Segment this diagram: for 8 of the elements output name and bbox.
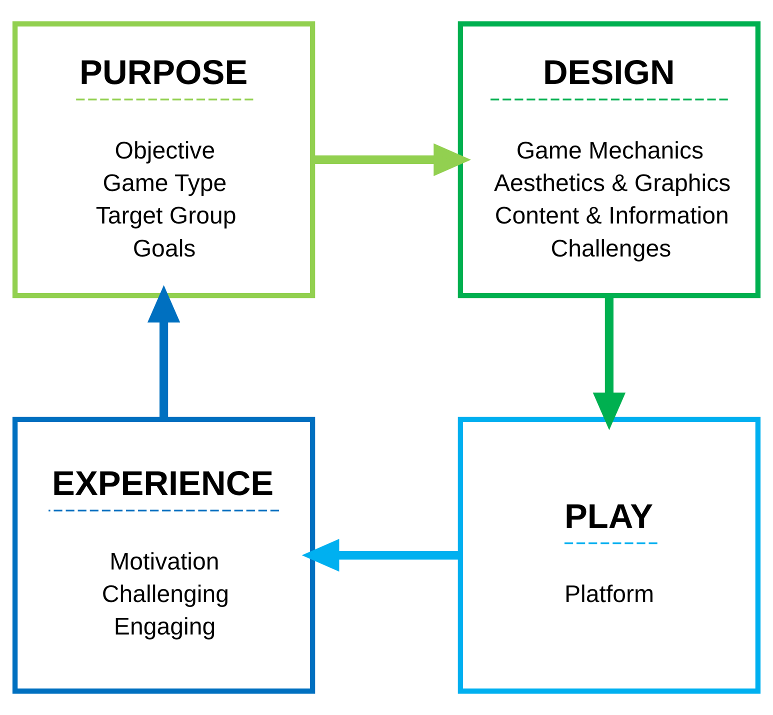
arrow <box>302 538 460 572</box>
arrow <box>147 285 180 420</box>
node-box: EXPERIENCE Motivation Challenging Engaging <box>12 416 316 694</box>
node-box: PLAY Platform <box>458 416 761 694</box>
node-box: PURPOSE Objective Game Type Target Group Goals <box>12 21 316 298</box>
arrow <box>312 143 472 176</box>
arrow <box>592 296 626 430</box>
node-box: DESIGN Game Mechanics Aesthetics & Graphics Content & Information Challenges <box>458 21 761 298</box>
